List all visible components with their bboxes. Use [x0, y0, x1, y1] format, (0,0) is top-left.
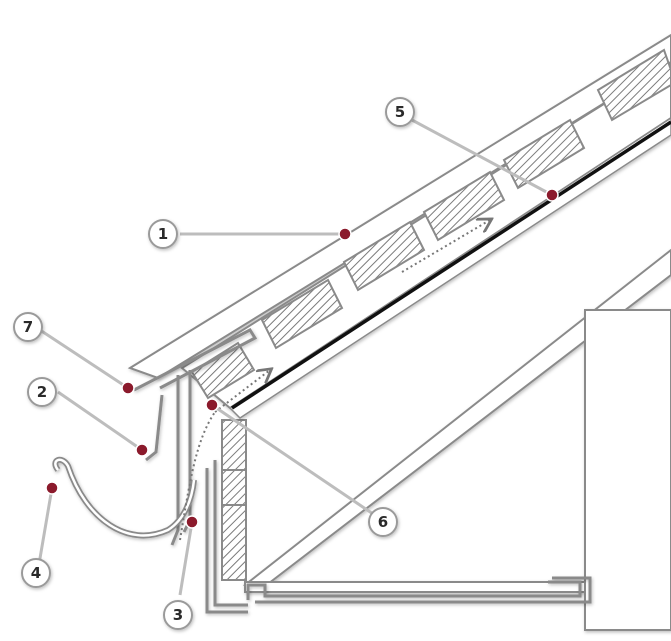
soffit-profile: [205, 460, 592, 614]
gutter: [52, 456, 197, 539]
callout-1: 1: [148, 219, 178, 249]
callout-2-label: 2: [37, 383, 47, 401]
batten: [190, 341, 256, 400]
callout-2: 2: [27, 377, 57, 407]
wall-structure: [242, 248, 671, 631]
battens: [190, 48, 671, 400]
marker-6: [205, 398, 219, 412]
batten: [342, 220, 426, 292]
callout-1-label: 1: [158, 225, 168, 243]
callout-7-label: 7: [23, 318, 33, 336]
marker-2: [135, 443, 149, 457]
callout-6: 6: [368, 507, 398, 537]
leader-lines: [36, 118, 553, 596]
markers: [45, 188, 559, 529]
batten: [502, 118, 586, 190]
marker-4: [45, 481, 59, 495]
callout-7: 7: [13, 312, 43, 342]
marker-7: [121, 381, 135, 395]
roof-deck-top: [127, 33, 671, 380]
callouts: 1 2 3 4 5 6 7: [13, 97, 415, 630]
wall-panel: [584, 309, 671, 631]
airflow-arrows: [179, 220, 490, 541]
batten: [422, 170, 506, 242]
fascia-board: [221, 419, 247, 581]
callout-3: 3: [163, 600, 193, 630]
callout-3-label: 3: [173, 606, 183, 624]
ceiling-board: [244, 581, 586, 593]
marker-5: [545, 188, 559, 202]
underlay-membrane: [231, 120, 671, 410]
callout-6-label: 6: [378, 513, 388, 531]
callout-4: 4: [21, 558, 51, 588]
marker-1: [338, 227, 352, 241]
marker-3: [185, 515, 199, 529]
airflow-arrow-lower: [214, 370, 270, 413]
callout-4-label: 4: [31, 564, 41, 582]
batten: [596, 48, 671, 122]
batten: [260, 278, 344, 350]
airflow-arrow-upper: [401, 220, 490, 273]
callout-5-label: 5: [395, 103, 405, 121]
callout-5: 5: [385, 97, 415, 127]
fascia-column: [221, 419, 247, 581]
